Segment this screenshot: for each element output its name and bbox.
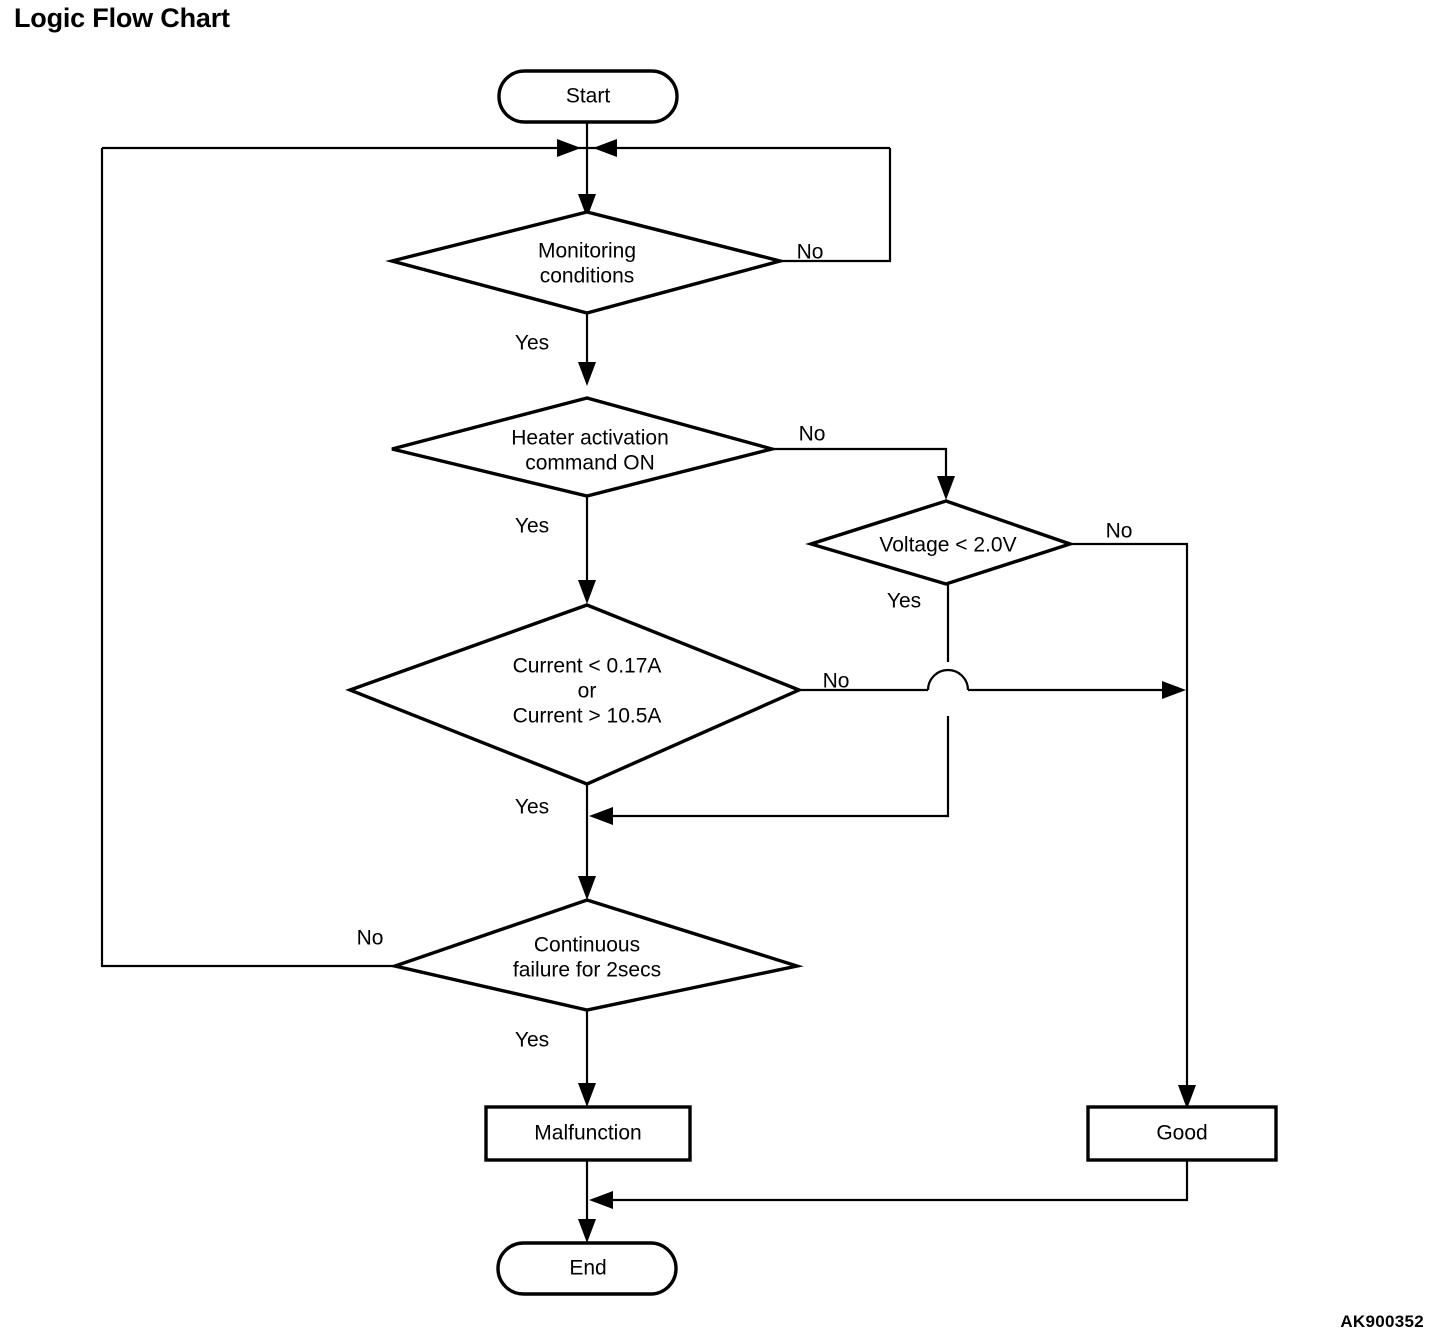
edge-current-yes [578,784,596,900]
node-monitoring-label-line1: Monitoring [538,240,636,263]
edge-malfunction-to-end [578,1160,596,1243]
node-heater-label-line1: Heater activation [511,427,669,450]
reference-code: AK900352 [1340,1312,1424,1331]
branch-label-heater-no: No [799,423,826,446]
node-continuous-failure[interactable]: Continuous failure for 2secs [388,898,804,1012]
branch-label-continuous-yes: Yes [515,1029,549,1052]
edge-heater-yes [578,496,596,604]
node-malfunction[interactable]: Malfunction [484,1105,692,1162]
node-heater-label-line2: command ON [525,452,655,475]
edge-good-to-end [589,1160,1189,1209]
node-start[interactable]: Start [497,69,679,124]
edge-monitoring-yes [578,313,596,386]
edge-voltage-no [1070,542,1196,1109]
node-current-check[interactable]: Current < 0.17A or Current > 10.5A [345,603,804,786]
node-monitoring-label-line2: conditions [540,265,635,288]
node-continuous-label-line1: Continuous [534,934,640,957]
node-good-label: Good [1156,1122,1207,1145]
node-heater-activation[interactable]: Heater activation command ON [391,396,779,498]
branch-label-continuous-no: No [357,927,384,950]
node-good[interactable]: Good [1086,1105,1278,1162]
edge-loopback-junction-bar [102,139,890,157]
edge-continuous-yes [578,1010,596,1107]
node-start-label: Start [566,85,611,108]
node-voltage-check[interactable]: Voltage < 2.0V [805,499,1076,586]
node-current-label-line2: or [578,680,597,703]
branch-label-voltage-no: No [1106,520,1133,543]
node-voltage-label: Voltage < 2.0V [879,534,1016,557]
branch-label-current-yes: Yes [515,796,549,819]
edge-heater-no [772,447,955,500]
branch-label-current-no: No [823,670,850,693]
branch-label-heater-yes: Yes [515,515,549,538]
node-continuous-label-line2: failure for 2secs [513,959,661,982]
node-end-label: End [569,1257,606,1280]
edge-monitoring-no [780,148,892,263]
node-end[interactable]: End [496,1241,678,1296]
edge-voltage-yes [589,584,950,825]
node-malfunction-label: Malfunction [534,1122,641,1145]
node-current-label-line1: Current < 0.17A [513,655,662,678]
edge-start-to-monitoring [578,122,596,218]
node-monitoring-conditions[interactable]: Monitoring conditions [385,210,787,315]
edge-continuous-no [100,148,395,968]
branch-label-monitoring-yes: Yes [515,332,549,355]
branch-label-voltage-yes: Yes [887,590,921,613]
branch-label-monitoring-no: No [797,241,824,264]
node-current-label-line3: Current > 10.5A [513,705,662,728]
page-title: Logic Flow Chart [14,3,230,33]
edge-current-no [799,668,1186,699]
